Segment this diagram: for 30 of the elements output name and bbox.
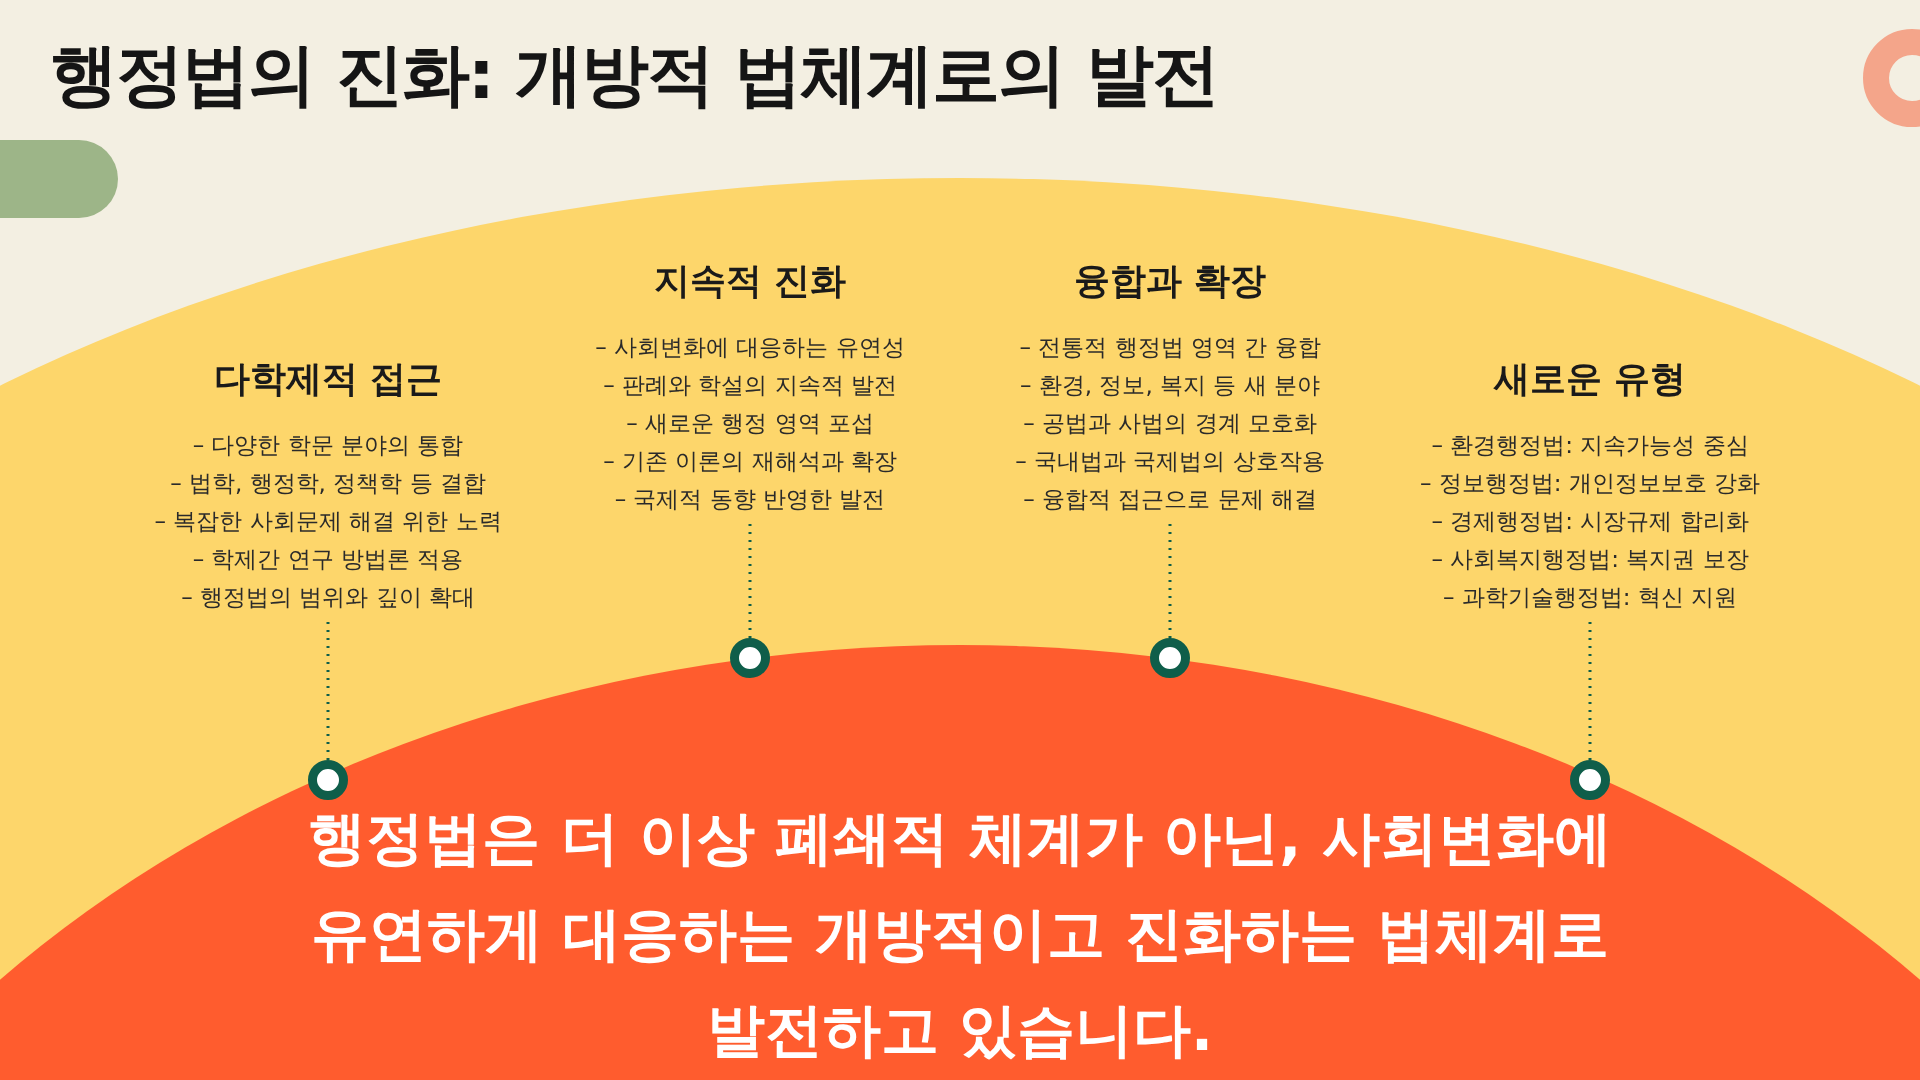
list-item: – 융합적 접근으로 문제 해결 <box>1023 485 1317 514</box>
list-item: – 기존 이론의 재해석과 확장 <box>603 447 897 476</box>
list-item: – 사회변화에 대응하는 유연성 <box>595 333 905 362</box>
list-item: – 공법과 사법의 경계 모호화 <box>1023 409 1317 438</box>
list-item: – 법학, 행정학, 정책학 등 결합 <box>170 469 486 498</box>
list-item: – 다양한 학문 분야의 통합 <box>192 431 464 460</box>
list-item: – 판례와 학설의 지속적 발전 <box>603 371 897 400</box>
dotted-connector <box>1168 522 1172 638</box>
list-item: – 국내법과 국제법의 상호작용 <box>1015 447 1325 476</box>
section-heading: 새로운 유형 <box>1493 357 1687 401</box>
section-heading: 융합과 확장 <box>1073 259 1267 303</box>
list-item: – 복잡한 사회문제 해결 위한 노력 <box>154 507 502 536</box>
list-item: – 경제행정법: 시장규제 합리화 <box>1431 507 1749 536</box>
list-item: – 국제적 동향 반영한 발전 <box>614 485 886 514</box>
list-item: – 학제간 연구 방법론 적용 <box>192 545 464 574</box>
section-heading: 다학제적 접근 <box>213 357 443 401</box>
list-item: – 정보행정법: 개인정보보호 강화 <box>1419 469 1761 498</box>
list-item: – 환경행정법: 지속가능성 중심 <box>1431 431 1749 460</box>
list-item: – 과학기술행정법: 혁신 지원 <box>1442 583 1738 612</box>
list-item: – 사회복지행정법: 복지권 보장 <box>1431 545 1749 574</box>
list-item: – 행정법의 범위와 깊이 확대 <box>181 583 475 612</box>
dotted-connector <box>748 522 752 638</box>
list-item: – 환경, 정보, 복지 등 새 분야 <box>1020 371 1320 400</box>
summary-statement: 행정법은 더 이상 폐쇄적 체계가 아닌, 사회변화에 유연하게 대응하는 개방적이고 진화하는 법체계로 발전하고 있습니다. <box>307 803 1613 1066</box>
page-title: 행정법의 진화: 개방적 법체계로의 발전 <box>50 34 1218 116</box>
dotted-connector <box>326 620 330 760</box>
section-heading: 지속적 진화 <box>653 259 847 303</box>
list-item: – 새로운 행정 영역 포섭 <box>626 409 874 438</box>
list-item: – 전통적 행정법 영역 간 융합 <box>1019 333 1321 362</box>
dotted-connector <box>1588 620 1592 760</box>
